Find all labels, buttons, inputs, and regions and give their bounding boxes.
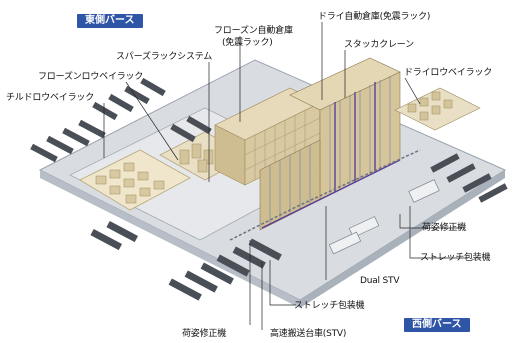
west-berth-badge: 西側バース xyxy=(404,318,470,332)
label-sparse-rack-system: スパーズラックシステム xyxy=(116,52,213,62)
label-frozen-auto-warehouse-sub: (免震ラック) xyxy=(222,38,273,48)
west-berth-trucks xyxy=(90,220,282,301)
building-floor-edge-right xyxy=(300,170,505,308)
right-berth-trucks xyxy=(430,153,508,203)
frozen-automatic-warehouse xyxy=(214,87,321,186)
east-berth-trucks xyxy=(92,77,212,143)
east-berth-badge: 東側バース xyxy=(77,14,143,28)
chilled-low-bay-rack-block xyxy=(79,149,191,211)
label-high-speed-stv: 高速搬送台車(STV) xyxy=(270,329,347,339)
label-dual-stv: Dual STV xyxy=(360,276,400,286)
callout-leader-lines xyxy=(103,22,468,330)
left-berth-trucks xyxy=(30,119,106,163)
dry-low-bay-rack-block xyxy=(394,87,481,131)
label-frozen-auto-warehouse: フローズン自動倉庫 xyxy=(214,26,293,36)
building-floor-edge xyxy=(40,170,300,308)
right-equipment xyxy=(328,179,440,255)
label-stretch-wrapper-right: ストレッチ包装機 xyxy=(420,253,491,263)
label-load-correction-right: 荷姿修正機 xyxy=(422,223,467,233)
label-chilled-low-bay-rack: チルドロウベイラック xyxy=(6,93,95,103)
label-frozen-low-bay-rack: フローズンロウベイラック xyxy=(38,72,144,82)
label-load-correction-bottom: 荷姿修正機 xyxy=(182,329,227,339)
stv-rail xyxy=(229,149,421,241)
label-dry-auto-warehouse: ドライ自動倉庫(免震ラック) xyxy=(318,12,431,22)
label-stretch-wrapper-bottom: ストレッチ包装機 xyxy=(294,301,365,311)
label-stacker-crane: スタッカクレーン xyxy=(344,40,414,50)
label-dry-low-bay-rack: ドライロウベイラック xyxy=(404,68,493,78)
